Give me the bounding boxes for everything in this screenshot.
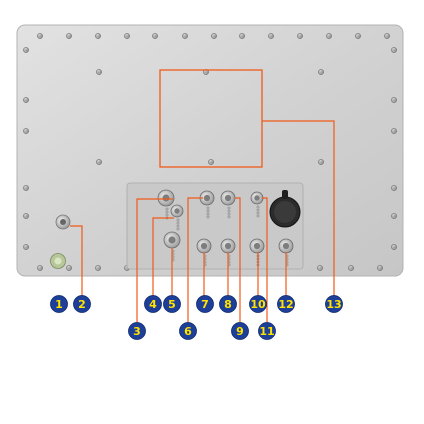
- rear-panel: [16, 24, 404, 277]
- callout-label: 2: [78, 298, 86, 311]
- screw: [211, 33, 217, 39]
- callout-label: 4: [149, 298, 157, 311]
- callout-6: 6: [179, 322, 197, 340]
- screw: [23, 185, 29, 191]
- callout-1: 1: [50, 295, 68, 313]
- round-connector: [199, 190, 215, 219]
- round-connector: [170, 204, 184, 231]
- screw: [96, 69, 102, 75]
- screw: [326, 33, 332, 39]
- callout-3: 3: [128, 322, 146, 340]
- screw: [23, 47, 29, 53]
- callout-label: 3: [133, 325, 141, 338]
- screw: [37, 265, 43, 271]
- screw: [124, 33, 130, 39]
- screw: [95, 33, 101, 39]
- callout-label: 11: [259, 325, 274, 338]
- leader-line: [187, 197, 203, 324]
- leader-line: [136, 198, 173, 324]
- screw: [239, 33, 245, 39]
- leader-lines: [70, 120, 335, 324]
- callout-5: 5: [163, 295, 181, 313]
- screw: [348, 265, 354, 271]
- callout-label: 12: [278, 298, 293, 311]
- screw: [391, 185, 397, 191]
- screw: [23, 213, 29, 219]
- screw: [377, 265, 383, 271]
- round-connector: [220, 238, 236, 267]
- screw: [96, 159, 102, 165]
- callout-label: 8: [224, 298, 232, 311]
- round-connector: [278, 238, 294, 267]
- screw: [23, 244, 29, 250]
- mounting-area-outline: [159, 69, 263, 168]
- screw: [391, 47, 397, 53]
- leader-line: [152, 217, 174, 298]
- io-connectors: [157, 189, 294, 267]
- round-connector: [220, 190, 236, 219]
- screw: [318, 69, 324, 75]
- screw: [23, 128, 29, 134]
- screw: [384, 33, 390, 39]
- callout-4: 4: [144, 295, 162, 313]
- screw: [355, 33, 361, 39]
- screw: [297, 33, 303, 39]
- screw: [66, 265, 72, 271]
- callout-2: 2: [73, 295, 91, 313]
- screw: [66, 33, 72, 39]
- power-connector: [269, 190, 301, 228]
- leader-line: [70, 225, 83, 296]
- callout-label: 9: [236, 325, 244, 338]
- callout-9: 9: [231, 322, 249, 340]
- callout-12: 12: [277, 295, 295, 313]
- screw: [391, 128, 397, 134]
- round-connector: [157, 189, 175, 220]
- callout-13: 13: [325, 295, 343, 313]
- callout-10: 10: [249, 295, 267, 313]
- leader-line: [262, 120, 335, 298]
- callout-7: 7: [196, 295, 214, 313]
- screw: [268, 33, 274, 39]
- screw: [23, 97, 29, 103]
- callout-11: 11: [258, 322, 276, 340]
- side-port-2: [55, 214, 71, 230]
- screw: [391, 244, 397, 250]
- callout-label: 5: [168, 298, 176, 311]
- screw: [208, 159, 214, 165]
- panel-screws: [23, 33, 397, 271]
- screw: [152, 33, 158, 39]
- screw: [318, 159, 324, 165]
- callout-label: 7: [201, 298, 209, 311]
- screw: [182, 33, 188, 39]
- leader-line: [235, 197, 241, 324]
- callout-label: 1: [55, 298, 63, 311]
- callout-label: 6: [184, 325, 192, 338]
- round-connector: [163, 231, 181, 262]
- screw: [391, 213, 397, 219]
- screw: [37, 33, 43, 39]
- round-connector: [250, 191, 264, 218]
- callout-label: 13: [326, 298, 341, 311]
- screw: [95, 265, 101, 271]
- callout-8: 8: [219, 295, 237, 313]
- leader-line: [262, 197, 268, 324]
- callout-label: 10: [250, 298, 266, 311]
- screw: [317, 265, 323, 271]
- side-port-1: [50, 253, 66, 269]
- screw: [391, 97, 397, 103]
